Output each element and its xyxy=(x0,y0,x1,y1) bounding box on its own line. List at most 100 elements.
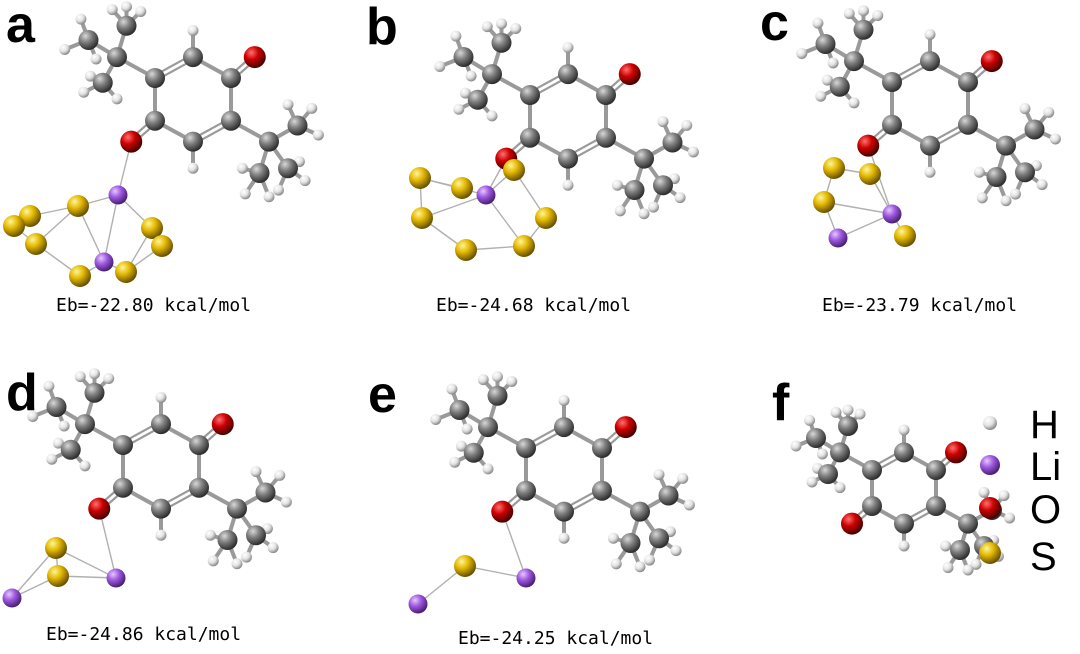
atom-s xyxy=(47,565,69,587)
atom-s xyxy=(19,205,41,227)
atom-h xyxy=(121,1,132,13)
atom-c xyxy=(183,131,203,152)
legend-swatch-li xyxy=(980,455,1000,475)
atom-h xyxy=(806,476,818,488)
coordination-bond xyxy=(823,201,893,215)
atom-h xyxy=(59,44,71,55)
legend-swatch-h xyxy=(983,416,997,430)
atom-c xyxy=(592,480,612,501)
atom-s xyxy=(67,195,89,217)
atom-c xyxy=(217,530,238,550)
atom-o xyxy=(88,497,111,520)
atom-c xyxy=(862,496,882,516)
atom-h xyxy=(263,191,275,203)
atom-s xyxy=(409,167,431,189)
panel-letter-a: a xyxy=(6,0,36,54)
atom-c xyxy=(453,47,474,67)
atom-h xyxy=(898,540,910,552)
atom-h xyxy=(506,376,518,387)
atom-c xyxy=(60,439,81,460)
atom-h xyxy=(657,116,669,128)
atom-h xyxy=(90,53,102,65)
atom-h xyxy=(481,21,493,33)
atom-h xyxy=(872,10,884,21)
atom-h xyxy=(79,460,91,472)
atom-c xyxy=(592,438,612,458)
atom-h xyxy=(638,208,650,220)
atom-c xyxy=(926,460,946,480)
atom-h xyxy=(924,166,936,178)
atom-s xyxy=(115,261,137,283)
atom-h xyxy=(434,61,446,72)
atom-s xyxy=(25,233,47,255)
atom-c xyxy=(287,115,308,136)
atom-h xyxy=(58,420,70,432)
atom-h xyxy=(562,42,574,53)
atom-h xyxy=(280,496,292,508)
atom-h xyxy=(111,93,123,105)
atom-li xyxy=(106,568,126,588)
atom-h xyxy=(970,558,982,570)
atom-c xyxy=(829,76,850,97)
atom-c xyxy=(950,540,970,560)
atom-h xyxy=(1004,512,1016,524)
atom-c xyxy=(596,127,616,148)
atom-h xyxy=(43,380,55,392)
atom-h xyxy=(482,463,494,475)
atom-h xyxy=(843,8,855,20)
atom-h xyxy=(282,99,294,111)
atom-c xyxy=(491,32,512,53)
atom-c xyxy=(189,435,209,455)
legend-swatch-o xyxy=(979,497,1001,519)
atom-h xyxy=(510,23,522,34)
atom-c xyxy=(84,382,105,403)
atom-h xyxy=(821,74,833,86)
atom-c xyxy=(75,414,95,435)
panel-e xyxy=(408,371,695,614)
panel-b xyxy=(409,18,699,261)
atom-c xyxy=(806,428,826,448)
atom-c xyxy=(818,464,838,484)
atom-h xyxy=(681,119,693,131)
atom-c xyxy=(926,496,946,516)
atom-h xyxy=(942,562,954,574)
atom-c xyxy=(255,482,276,503)
atom-c xyxy=(78,30,99,50)
atom-c xyxy=(958,114,978,135)
atom-h xyxy=(558,532,570,544)
binding-energy-a: Eb=-22.80 kcal/mol xyxy=(56,295,251,316)
atom-c xyxy=(227,498,247,519)
atom-h xyxy=(677,472,689,484)
atom-li xyxy=(94,252,114,272)
atom-c xyxy=(634,148,654,169)
atom-c xyxy=(882,72,902,92)
atom-c xyxy=(554,501,574,522)
legend-label-s: S xyxy=(1030,535,1057,579)
bond-layer xyxy=(799,8,1058,239)
atom-c xyxy=(620,533,641,553)
atom-h xyxy=(207,555,219,567)
atom-h xyxy=(683,499,695,511)
atom-h xyxy=(962,564,974,576)
coordination-bond xyxy=(421,194,487,219)
binding-energy-d: Eb=-24.86 kcal/mol xyxy=(46,624,241,645)
atom-c xyxy=(838,416,858,436)
atom-h xyxy=(804,414,816,426)
atom-h xyxy=(103,373,115,384)
atom-h xyxy=(816,448,828,460)
atom-h xyxy=(75,13,87,25)
atom-h xyxy=(634,561,646,573)
atom-h xyxy=(465,70,477,82)
atom-h xyxy=(477,374,489,386)
atom-c xyxy=(653,175,673,196)
atom-h xyxy=(106,4,118,16)
coordination-bond xyxy=(11,547,57,599)
atom-c xyxy=(151,414,171,435)
atom-h xyxy=(827,57,839,69)
atom-h xyxy=(27,411,39,422)
atom-s xyxy=(455,239,477,261)
atom-h xyxy=(239,188,251,200)
atom-o xyxy=(980,50,1003,73)
legend-swatch-s xyxy=(979,542,1001,564)
